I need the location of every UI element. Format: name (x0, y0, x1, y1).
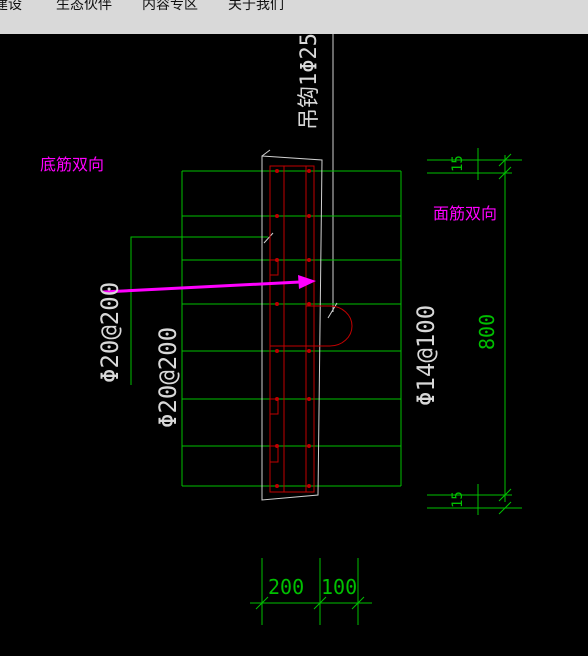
height-dimension-label: 800 (475, 314, 499, 350)
height-dimension (427, 148, 522, 515)
tick-mark (263, 232, 274, 244)
width-dimension (250, 558, 372, 625)
magenta-arrow (102, 275, 316, 294)
bottom-rebar-annotation: 底筋双向 (40, 155, 104, 174)
red-rebar-cage (269, 165, 353, 493)
section-outline (261, 155, 323, 501)
rebar-spec-right-label: Φ14@100 (412, 305, 440, 406)
nav-link-about-us[interactable]: 关于我们 (228, 0, 284, 13)
rebar-dots (275, 169, 311, 488)
top-cover-label: 15 (450, 155, 466, 172)
nav-link-ecosystem-partners[interactable]: 生态伙伴 (56, 0, 112, 13)
nav-link-construction[interactable]: 建设 (0, 0, 22, 13)
rebar-spec-inner-label: Φ20@200 (154, 327, 182, 428)
top-navigation-bar: 建设 生态伙伴 内容专区 关于我们 (0, 0, 588, 34)
top-rebar-annotation: 面筋双向 (433, 204, 497, 223)
nav-link-content-zone[interactable]: 内容专区 (142, 0, 198, 13)
tick-mark (327, 302, 338, 319)
hook-bar-label: 吊钩1Φ25 (297, 34, 322, 130)
rebar-grid (130, 170, 402, 487)
width-right-label: 100 (321, 575, 357, 599)
bottom-cover-label: 15 (450, 491, 466, 508)
cad-drawing-canvas: 底筋双向 面筋双向 吊钩1Φ25 Φ20@200 Φ20@200 Φ14@100… (40, 34, 522, 625)
rebar-spec-outer-label: Φ20@200 (96, 282, 124, 383)
width-left-label: 200 (268, 575, 304, 599)
